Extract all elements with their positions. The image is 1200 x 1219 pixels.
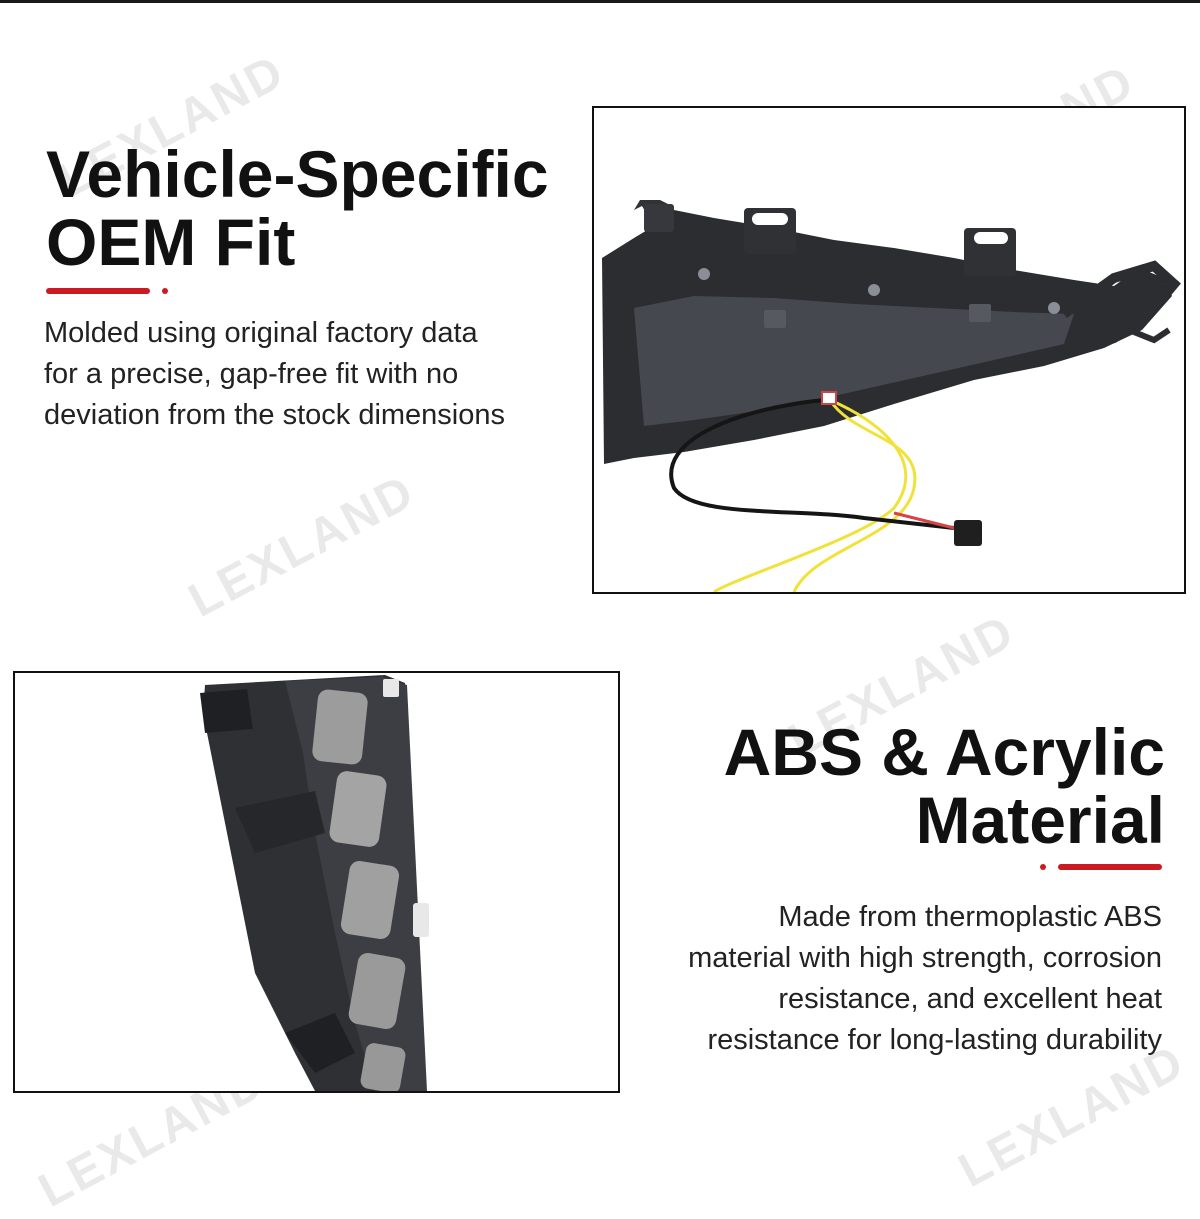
top-border-line: [0, 0, 1200, 3]
product-photo-bracket-wiring: [592, 106, 1186, 594]
description-line: Made from thermoplastic ABS: [778, 901, 1162, 933]
accent-underline: [46, 288, 150, 294]
product-photo-light-strip: [13, 671, 620, 1093]
description-line: material with high strength, corrosion: [688, 942, 1162, 974]
description-line: Molded using original factory data: [44, 317, 478, 349]
accent-dot: [162, 288, 168, 294]
section-title-oem-fit: Vehicle-Specific OEM Fit: [46, 140, 549, 276]
description-line: deviation from the stock dimensions: [44, 399, 505, 431]
title-line: Material: [915, 783, 1165, 857]
bracket-illustration: [594, 108, 1184, 592]
light-strip-illustration: [15, 673, 618, 1091]
description-line: resistance for long-lasting durability: [707, 1024, 1162, 1056]
accent-dot: [1040, 864, 1046, 870]
accent-underline: [1058, 864, 1162, 870]
section-title-abs-acrylic: ABS & Acrylic Material: [620, 718, 1165, 854]
watermark: LEXLAND: [180, 464, 425, 628]
section-description-abs-acrylic: Made from thermoplastic ABS material wit…: [620, 897, 1162, 1061]
section-description-oem-fit: Molded using original factory data for a…: [44, 313, 584, 436]
description-line: for a precise, gap-free fit with no: [44, 358, 459, 390]
title-line: Vehicle-Specific: [46, 137, 549, 211]
title-line: ABS & Acrylic: [723, 715, 1165, 789]
description-line: resistance, and excellent heat: [778, 983, 1162, 1015]
title-line: OEM Fit: [46, 205, 296, 279]
